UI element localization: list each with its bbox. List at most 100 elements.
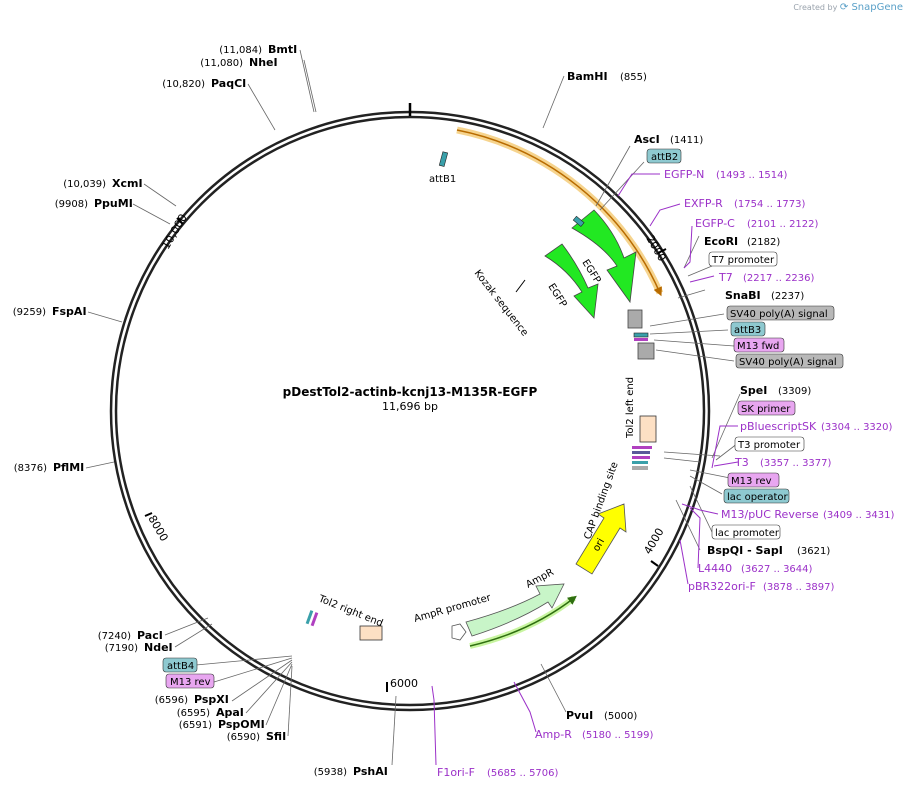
site-name-ampr: Amp-R: [535, 728, 572, 741]
tick-8000: [144, 512, 153, 517]
tick-label-8000: 8000: [145, 513, 170, 544]
tick-label-2000: 2000: [643, 233, 668, 264]
sv40-block: [627, 309, 643, 329]
t7prom-pill: [708, 251, 778, 267]
credit-prefix: Created by: [793, 3, 838, 12]
snapgene-logo: ⟳ SnapGene: [839, 2, 903, 13]
backbone-inner: [114, 115, 706, 707]
site-pos-m13puc: (3409 .. 3431): [823, 510, 895, 521]
sv40a-pill: [726, 305, 835, 321]
site-pos-ampr: (5180 .. 5199): [582, 730, 654, 741]
site-name-skprimer: SK primer: [741, 404, 791, 415]
site-pos-bspqi: (3621): [797, 546, 830, 557]
site-labels: (11,084) BmtI (11,080) NheI (10,820) Paq…: [13, 43, 895, 779]
attb4-pill: [162, 657, 198, 673]
site-name-paci: PacI: [137, 629, 163, 642]
ampr-arrow: [465, 583, 565, 637]
m13rev-pill: [727, 472, 780, 488]
site-pos-xcmi: (10,039): [63, 179, 106, 190]
plasmid-length: 11,696 bp: [382, 400, 438, 413]
site-name-sfii: SfiI: [266, 730, 286, 743]
site-name-pshai: PshAI: [353, 765, 388, 778]
site-name-bspqi: BspQI - SapI: [707, 544, 783, 557]
tick-label-6000: 6000: [390, 677, 418, 690]
lac-stripe-4: [632, 461, 648, 464]
site-name-attb4: attB4: [167, 661, 194, 672]
site-pos-l4440: (3627 .. 3644): [741, 564, 813, 575]
site-pos-bamhi: (855): [620, 72, 647, 83]
site-pos-spei: (3309): [778, 386, 811, 397]
site-name-lacop: lac operator: [727, 492, 788, 503]
tick-10000: [176, 217, 184, 225]
attb3-pill: [730, 321, 766, 337]
amprprom-arrow: [451, 623, 467, 641]
site-pos-pspxi: (6596): [155, 695, 188, 706]
m13fwd-pill: [733, 337, 785, 353]
site-name-egfpc: EGFP-C: [695, 217, 735, 230]
site-name-l4440: L4440: [698, 562, 732, 575]
site-name-pbsk: pBluescriptSK: [740, 420, 817, 433]
site-name-t7prom: T7 promoter: [711, 255, 775, 266]
m13fwd-block: [634, 338, 648, 341]
site-name-attb3: attB3: [734, 325, 761, 336]
site-name-fspai: FspAI: [52, 305, 87, 318]
site-pos-ecori: (2182): [747, 237, 780, 248]
primer-leaders: [431, 173, 739, 766]
site-name-pspxi: PspXI: [194, 693, 229, 706]
site-name-spei: SpeI: [740, 384, 767, 397]
site-name-attb2: attB2: [651, 152, 678, 163]
snapgene-credit: Created by ⟳ SnapGene: [793, 2, 903, 13]
site-name-t7: T7: [718, 271, 733, 284]
orange-arc-line: [456, 129, 662, 297]
site-pos-pspomi: (6591): [179, 720, 212, 731]
site-pos-asci: (1411): [670, 135, 703, 146]
tol2right-stripe-2: [310, 612, 319, 627]
sv40-block-2: [637, 342, 655, 360]
site-name-m13puc: M13/pUC Reverse: [721, 508, 819, 521]
site-pos-ndei: (7190): [105, 643, 138, 654]
lacprom-pill: [711, 524, 781, 540]
kozak-leader: [515, 279, 526, 293]
lac-stripe-2: [632, 451, 650, 454]
site-name-sv40a: SV40 poly(A) signal: [730, 309, 828, 320]
lacop-pill: [723, 488, 790, 504]
tick-label-10000: 10,000: [159, 212, 190, 252]
tick-label-4000: 4000: [641, 526, 666, 557]
site-pos-paci: (7240): [98, 631, 131, 642]
attb1-label: attB1: [429, 174, 456, 185]
site-name-asci: AscI: [634, 133, 660, 146]
site-pos-fspai: (9259): [13, 307, 46, 318]
ampr-line: [469, 595, 577, 647]
site-name-m13rev2: M13 rev: [170, 677, 211, 688]
site-name-m13fwd: M13 fwd: [737, 341, 779, 352]
site-pos-pflmi: (8376): [14, 463, 47, 474]
site-name-f1orif: F1ori-F: [437, 766, 475, 779]
t3prom-pill: [734, 436, 805, 452]
lac-stripe-5: [632, 466, 648, 470]
site-pos-t3: (3357 .. 3377): [760, 458, 832, 469]
site-pos-pbr322: (3878 .. 3897): [763, 582, 835, 593]
site-name-pbr322: pBR322ori-F: [688, 580, 756, 593]
site-name-ppumi: PpuMI: [94, 197, 133, 210]
site-name-pvui: PvuI: [566, 709, 593, 722]
lac-stripe-3: [632, 456, 650, 459]
ori-arrow: [575, 503, 627, 575]
site-name-sv40b: SV40 poly(A) signal: [739, 357, 837, 368]
site-name-xcmi: XcmI: [112, 177, 143, 190]
egfp-arrow: [571, 209, 637, 304]
site-name-nhei: NheI: [249, 56, 278, 69]
site-pos-paqci: (10,820): [162, 79, 205, 90]
site-pos-nhei: (11,080): [200, 58, 243, 69]
site-name-ecori: EcoRI: [704, 235, 738, 248]
site-name-egfpn: EGFP-N: [664, 168, 704, 181]
kozak-label: Kozak sequence: [472, 268, 530, 338]
site-name-t3prom: T3 promoter: [737, 440, 801, 451]
site-pos-f1orif: (5685 .. 5706): [487, 768, 559, 779]
attb2-pill: [646, 148, 682, 164]
skprimer-pill: [737, 400, 796, 416]
site-name-ndei: NdeI: [144, 641, 173, 654]
tick-4000: [650, 560, 659, 567]
tol2right-stripe-1: [305, 610, 314, 625]
site-pos-exfpr: (1754 .. 1773): [734, 199, 806, 210]
site-pos-pvui: (5000): [604, 711, 637, 722]
